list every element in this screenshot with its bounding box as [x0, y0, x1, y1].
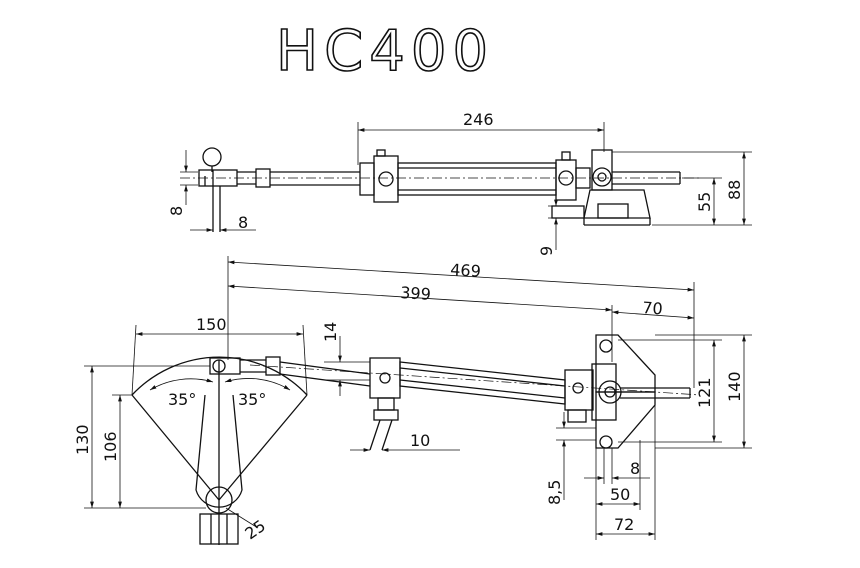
piston-rod-top [270, 171, 360, 186]
dim-pivot-height: 106 [101, 394, 132, 508]
dim-mount-height: 55 [682, 177, 722, 225]
dim-bracket-offset: 8 [584, 448, 650, 484]
dim-bracket-total-width: 72 [596, 405, 656, 540]
dim-max-length: 469 [227, 256, 695, 388]
dim-rod-end-width: 8 [167, 150, 198, 216]
dim-8-5-label: 8,5 [545, 480, 564, 505]
dim-stroke-extension: 70 [611, 298, 695, 320]
dim-14-label: 14 [321, 322, 340, 342]
dim-9-label: 9 [537, 246, 556, 256]
bottom-view: 35° 35° 25 [73, 256, 752, 545]
dim-8-bracket-label: 8 [630, 459, 640, 478]
dim-150-label: 150 [196, 315, 227, 334]
dim-50-label: 50 [610, 485, 630, 504]
dim-8-vertical-label: 8 [167, 206, 186, 216]
dim-rod-end-offset: 8 [190, 213, 256, 232]
rod-end-bottom [209, 356, 371, 387]
angle-left-label: 35° [168, 390, 196, 409]
dim-121-label: 121 [695, 377, 714, 408]
angle-right-label: 35° [238, 390, 266, 409]
dim-swing-span: 150 [131, 315, 308, 396]
centerline-bottom [249, 364, 701, 396]
dim-72-label: 72 [614, 515, 634, 534]
dim-min-length: 399 [227, 283, 613, 362]
dim-88-label: 88 [725, 180, 744, 200]
dim-cylinder-length: 246 [357, 110, 605, 165]
dim-246-label: 246 [463, 110, 494, 129]
rod-end-clevis [198, 147, 271, 232]
dim-10-label: 10 [410, 431, 430, 450]
dim-469-label: 469 [450, 260, 482, 281]
top-view: 246 88 55 9 8 [167, 110, 752, 256]
dim-130-label: 130 [73, 424, 92, 455]
dim-55-label: 55 [695, 192, 714, 212]
dim-bracket-thickness: 8,5 [545, 412, 596, 505]
mount-bracket-top [551, 149, 681, 226]
tiller-swing: 35° 35° 25 [131, 356, 308, 545]
cylinder-body-bottom [369, 357, 594, 451]
dim-140-label: 140 [725, 371, 744, 402]
mount-bracket-bottom [591, 334, 691, 449]
cylinder-body-top [359, 149, 577, 203]
dim-rod-clearance: 14 [321, 322, 370, 396]
dim-70-label: 70 [642, 298, 664, 318]
dim-base-offset: 9 [537, 190, 580, 256]
dim-total-height: 88 [612, 151, 752, 226]
dim-bracket-width: 50 [595, 440, 641, 540]
dim-106-label: 106 [101, 431, 120, 462]
dim-bracket-height: 121 [618, 339, 722, 443]
dim-8-horizontal-label: 8 [238, 213, 248, 232]
dim-port-offset: 10 [350, 431, 460, 452]
dim-bracket-total-height: 140 [655, 334, 752, 449]
drawing-title: HC400 [276, 19, 494, 84]
dim-399-label: 399 [400, 283, 432, 304]
dim-swing-height: 130 [73, 365, 210, 509]
